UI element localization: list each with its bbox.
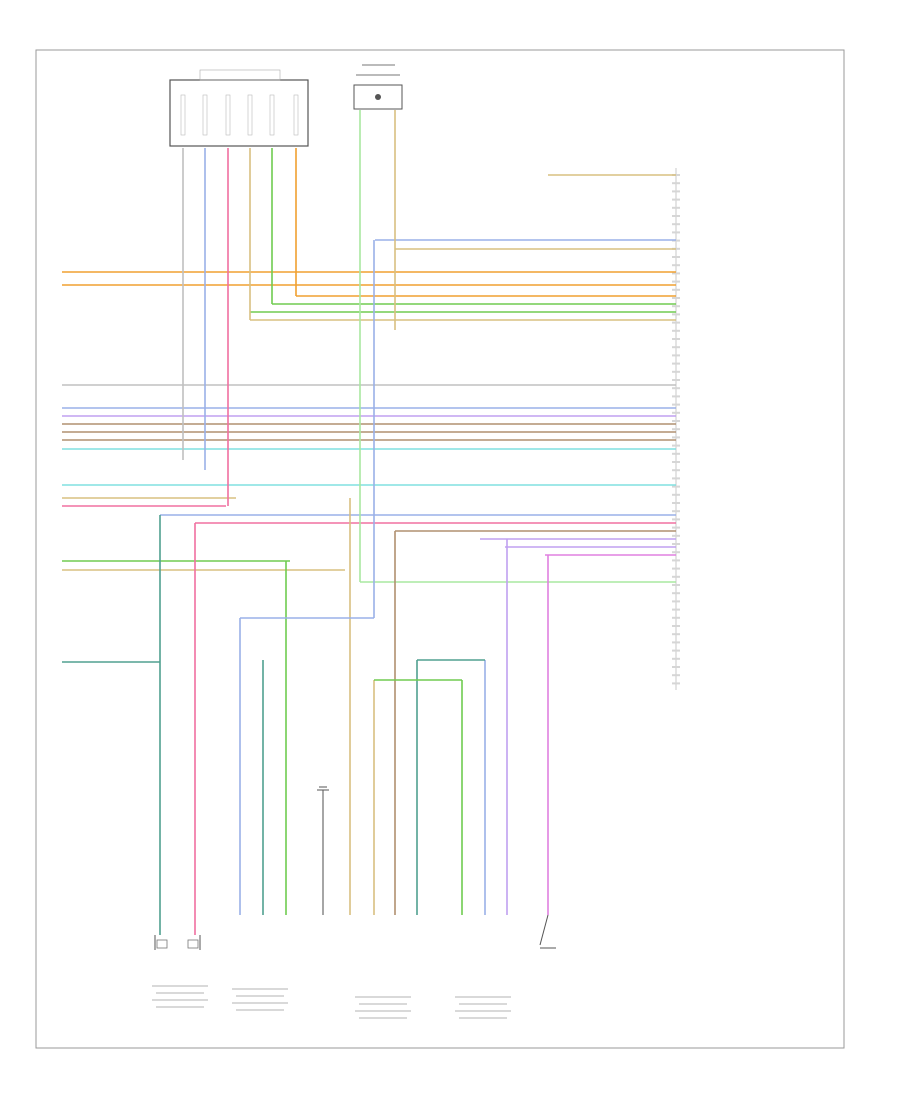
pin-mark — [672, 198, 680, 201]
diagram-frame — [35, 49, 845, 1049]
connector-pin-2 — [202, 94, 208, 136]
component-label-mark — [232, 988, 288, 990]
component-label-mark — [459, 1003, 507, 1005]
pin-mark — [672, 215, 680, 217]
pin-mark — [672, 567, 680, 570]
component-label-mark — [232, 1002, 288, 1004]
pin-mark — [672, 403, 680, 406]
pin-mark — [672, 305, 680, 308]
component-label-mark — [152, 999, 208, 1001]
pin-mark — [672, 321, 680, 324]
pin-mark — [672, 288, 680, 291]
pin-mark — [672, 256, 680, 258]
component-label-mark — [359, 1017, 407, 1019]
ground-icon — [317, 786, 329, 915]
pin-mark — [672, 682, 680, 685]
pin-mark — [672, 469, 680, 472]
connector-pin-6 — [293, 94, 299, 136]
pin-mark — [672, 616, 680, 619]
pin-mark — [672, 264, 680, 267]
connector-pin-4 — [247, 94, 253, 136]
pin-mark — [672, 370, 680, 373]
component-label-mark — [455, 1010, 511, 1012]
connector-pin-5 — [269, 94, 275, 136]
component-label-mark — [355, 1010, 411, 1012]
pin-mark — [672, 387, 680, 390]
pin-mark — [672, 551, 680, 554]
top-module-block — [353, 64, 403, 110]
switch-icon — [539, 914, 556, 949]
pin-mark — [672, 641, 680, 644]
pin-mark — [672, 485, 680, 488]
pin-mark — [672, 329, 680, 332]
pin-mark — [672, 625, 680, 627]
pin-mark — [672, 518, 680, 521]
pin-mark — [672, 206, 680, 209]
component-label-mark — [156, 1006, 204, 1008]
component-label-mark — [459, 1017, 507, 1019]
pin-mark — [672, 493, 680, 496]
pin-mark — [672, 411, 680, 414]
pin-mark — [672, 436, 680, 439]
pin-mark — [672, 297, 680, 299]
pin-mark — [672, 584, 680, 586]
component-label-mark — [355, 996, 411, 998]
pin-mark — [672, 674, 680, 677]
pin-mark — [672, 477, 680, 480]
pin-mark — [672, 633, 680, 636]
pin-mark — [672, 600, 680, 603]
pin-mark — [672, 510, 680, 513]
pin-mark — [672, 190, 680, 193]
pin-mark — [672, 461, 680, 463]
pin-mark — [672, 444, 680, 447]
component-label-mark — [455, 996, 511, 998]
pin-mark — [672, 280, 680, 283]
connector-pin-1 — [180, 94, 186, 136]
pin-mark — [672, 379, 680, 381]
module-pin-column — [672, 168, 680, 690]
pin-mark — [672, 346, 680, 349]
pin-mark — [672, 666, 680, 668]
pin-mark — [672, 362, 680, 365]
pin-mark — [672, 272, 680, 275]
pin-mark — [672, 223, 680, 226]
pin-mark — [672, 420, 680, 422]
wires-layer — [62, 94, 676, 1019]
component-label-mark — [236, 995, 284, 997]
pin-mark — [672, 559, 680, 562]
pin-mark — [672, 543, 680, 545]
bottom-sensor-left — [154, 935, 201, 950]
pin-mark — [672, 428, 680, 431]
pin-mark — [672, 313, 680, 316]
pin-mark — [672, 502, 680, 504]
component-label-mark — [236, 1009, 284, 1011]
pin-mark — [672, 592, 680, 595]
pin-mark — [672, 649, 680, 652]
pin-mark — [672, 575, 680, 578]
component-label-mark — [156, 992, 204, 994]
component-label-mark — [359, 1003, 407, 1005]
pin-mark — [672, 452, 680, 455]
component-label-mark — [152, 985, 208, 987]
sensor-connector-block — [169, 69, 309, 147]
pin-mark — [672, 182, 680, 185]
pin-mark — [672, 395, 680, 398]
pin-mark — [672, 526, 680, 529]
pin-mark — [672, 608, 680, 611]
pin-mark — [672, 338, 680, 340]
pin-mark — [672, 534, 680, 537]
pin-mark — [672, 231, 680, 234]
pin-mark — [672, 657, 680, 660]
connector-pin-3 — [225, 94, 231, 136]
pin-mark — [672, 354, 680, 357]
